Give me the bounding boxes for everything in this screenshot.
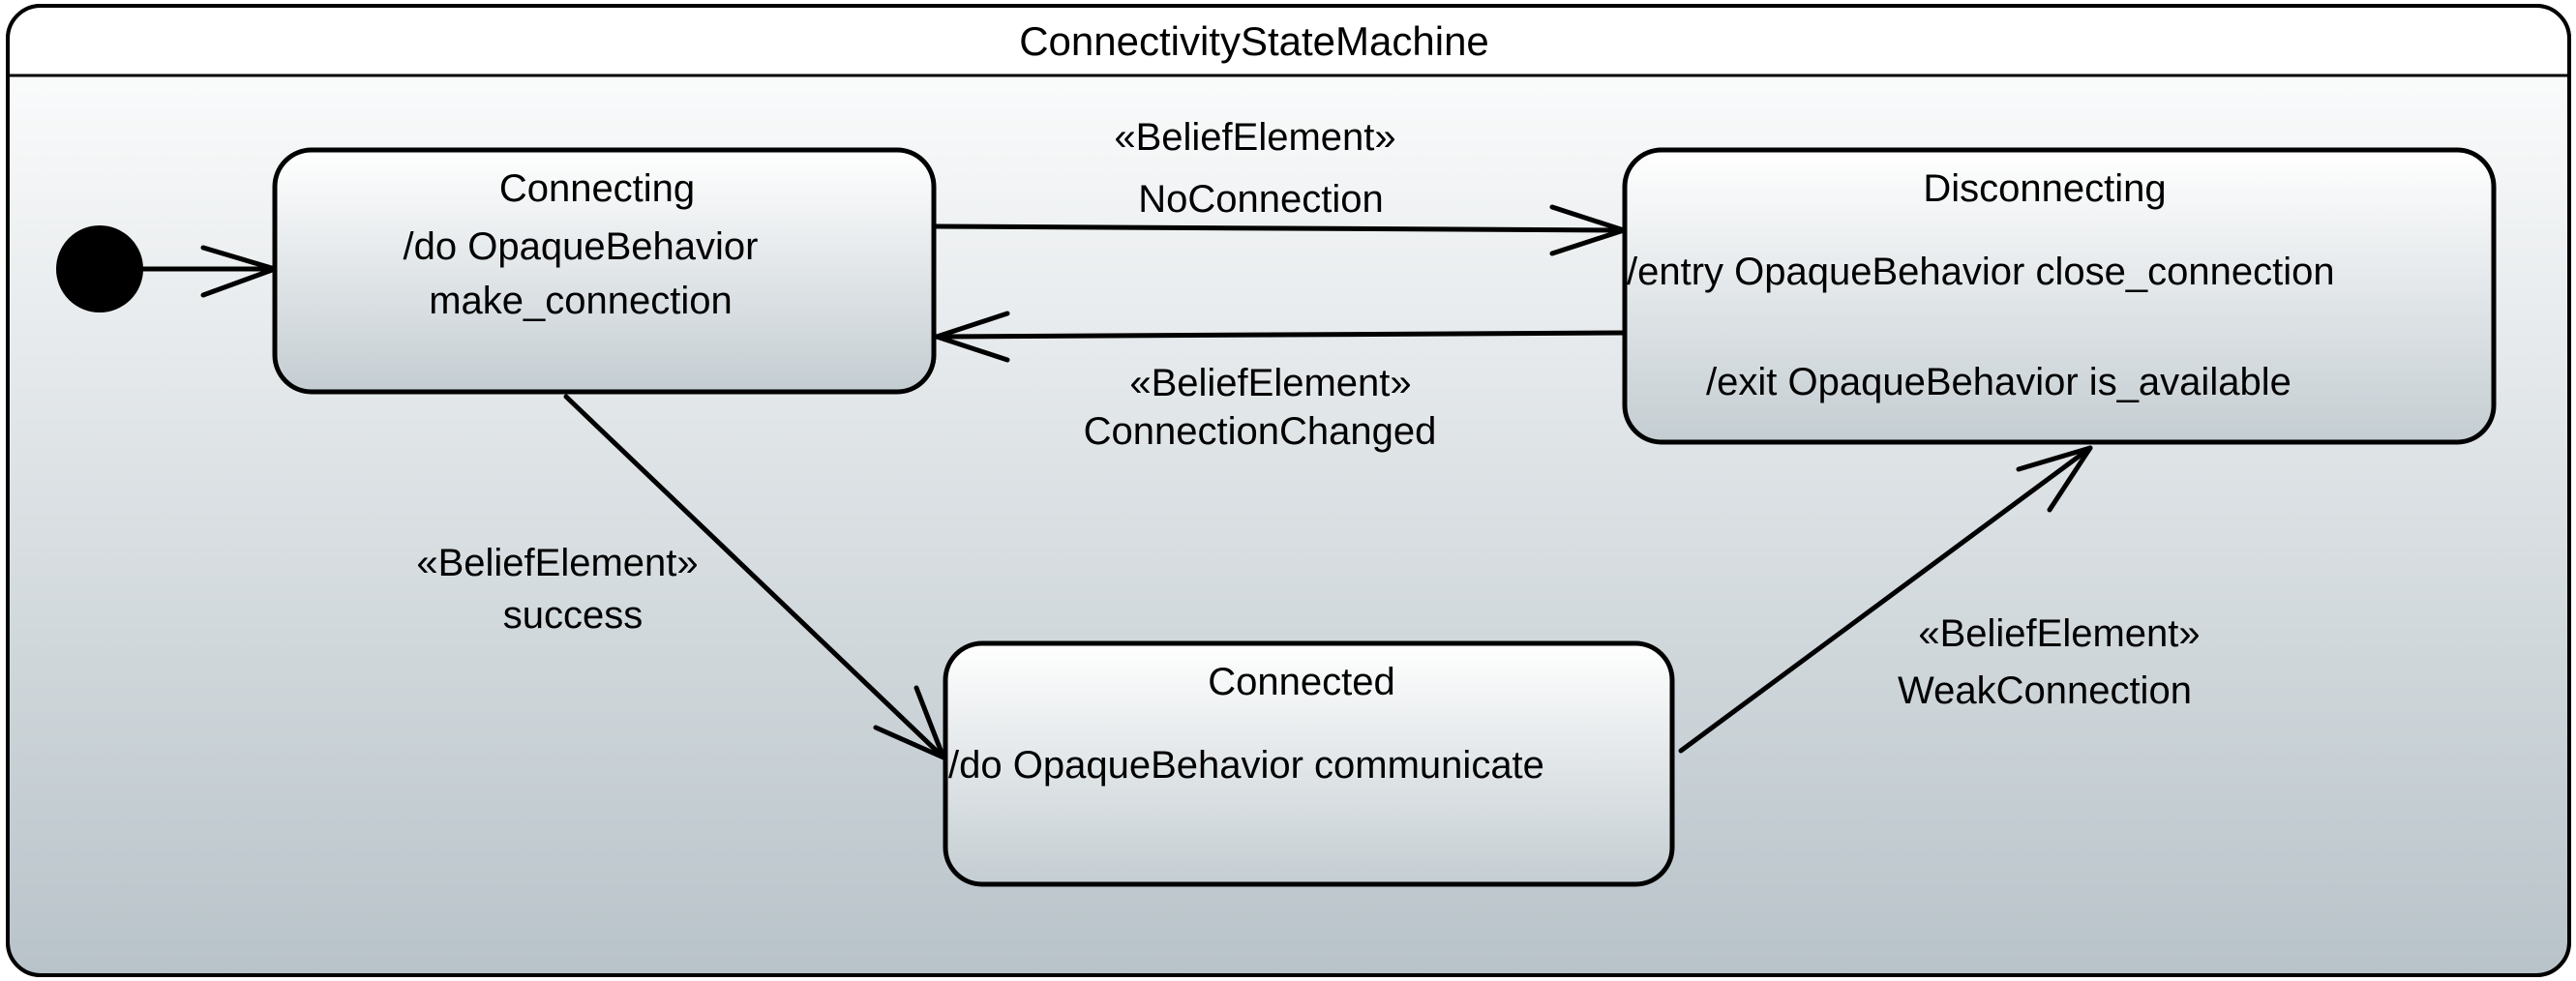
state-machine-title: ConnectivityStateMachine xyxy=(1019,18,1489,64)
state-disconnecting-entry: /entry OpaqueBehavior close_connection xyxy=(1627,251,2335,293)
state-disconnecting-exit: /exit OpaqueBehavior is_available xyxy=(1706,361,2291,403)
transition-weak-connection-trigger: WeakConnection xyxy=(1898,669,2192,712)
transition-connection-changed-stereotype: «BeliefElement» xyxy=(1129,362,1411,404)
state-connected-activity: /do OpaqueBehavior communicate xyxy=(948,744,1544,787)
transition-success[interactable] xyxy=(563,394,946,760)
state-connected-name: Connected xyxy=(1208,661,1394,703)
transition-success-label: «BeliefElement» success xyxy=(416,542,698,637)
state-disconnecting[interactable]: Disconnecting /entry OpaqueBehavior clos… xyxy=(1622,147,2497,445)
state-connecting-activity-line2: make_connection xyxy=(429,280,733,322)
state-connecting-activity-line1: /do OpaqueBehavior xyxy=(404,225,759,268)
transition-connection-changed-trigger: ConnectionChanged xyxy=(1084,410,1437,453)
transition-connection-changed[interactable] xyxy=(934,311,1627,363)
transition-initial-to-connecting[interactable] xyxy=(139,245,278,298)
initial-pseudostate xyxy=(56,225,143,312)
state-connecting-name: Connecting xyxy=(499,167,695,210)
transition-weak-connection[interactable] xyxy=(1678,445,2093,754)
state-connecting[interactable]: Connecting /do OpaqueBehavior make_conne… xyxy=(272,147,937,395)
transition-connection-changed-label: «BeliefElement» ConnectionChanged xyxy=(1084,362,1437,453)
state-connected[interactable]: Connected /do OpaqueBehavior communicate xyxy=(943,640,1675,887)
transition-no-connection-trigger: NoConnection xyxy=(1138,178,1384,221)
state-disconnecting-name: Disconnecting xyxy=(1923,167,2166,210)
transition-success-trigger: success xyxy=(503,594,644,637)
transition-weak-connection-label: «BeliefElement» WeakConnection xyxy=(1898,612,2201,712)
transition-weak-connection-stereotype: «BeliefElement» xyxy=(1918,612,2200,655)
transition-success-stereotype: «BeliefElement» xyxy=(416,542,698,584)
transition-no-connection-stereotype: «BeliefElement» xyxy=(1114,116,1395,159)
transition-no-connection[interactable] xyxy=(934,204,1627,256)
transition-no-connection-label: «BeliefElement» NoConnection xyxy=(1114,116,1395,221)
